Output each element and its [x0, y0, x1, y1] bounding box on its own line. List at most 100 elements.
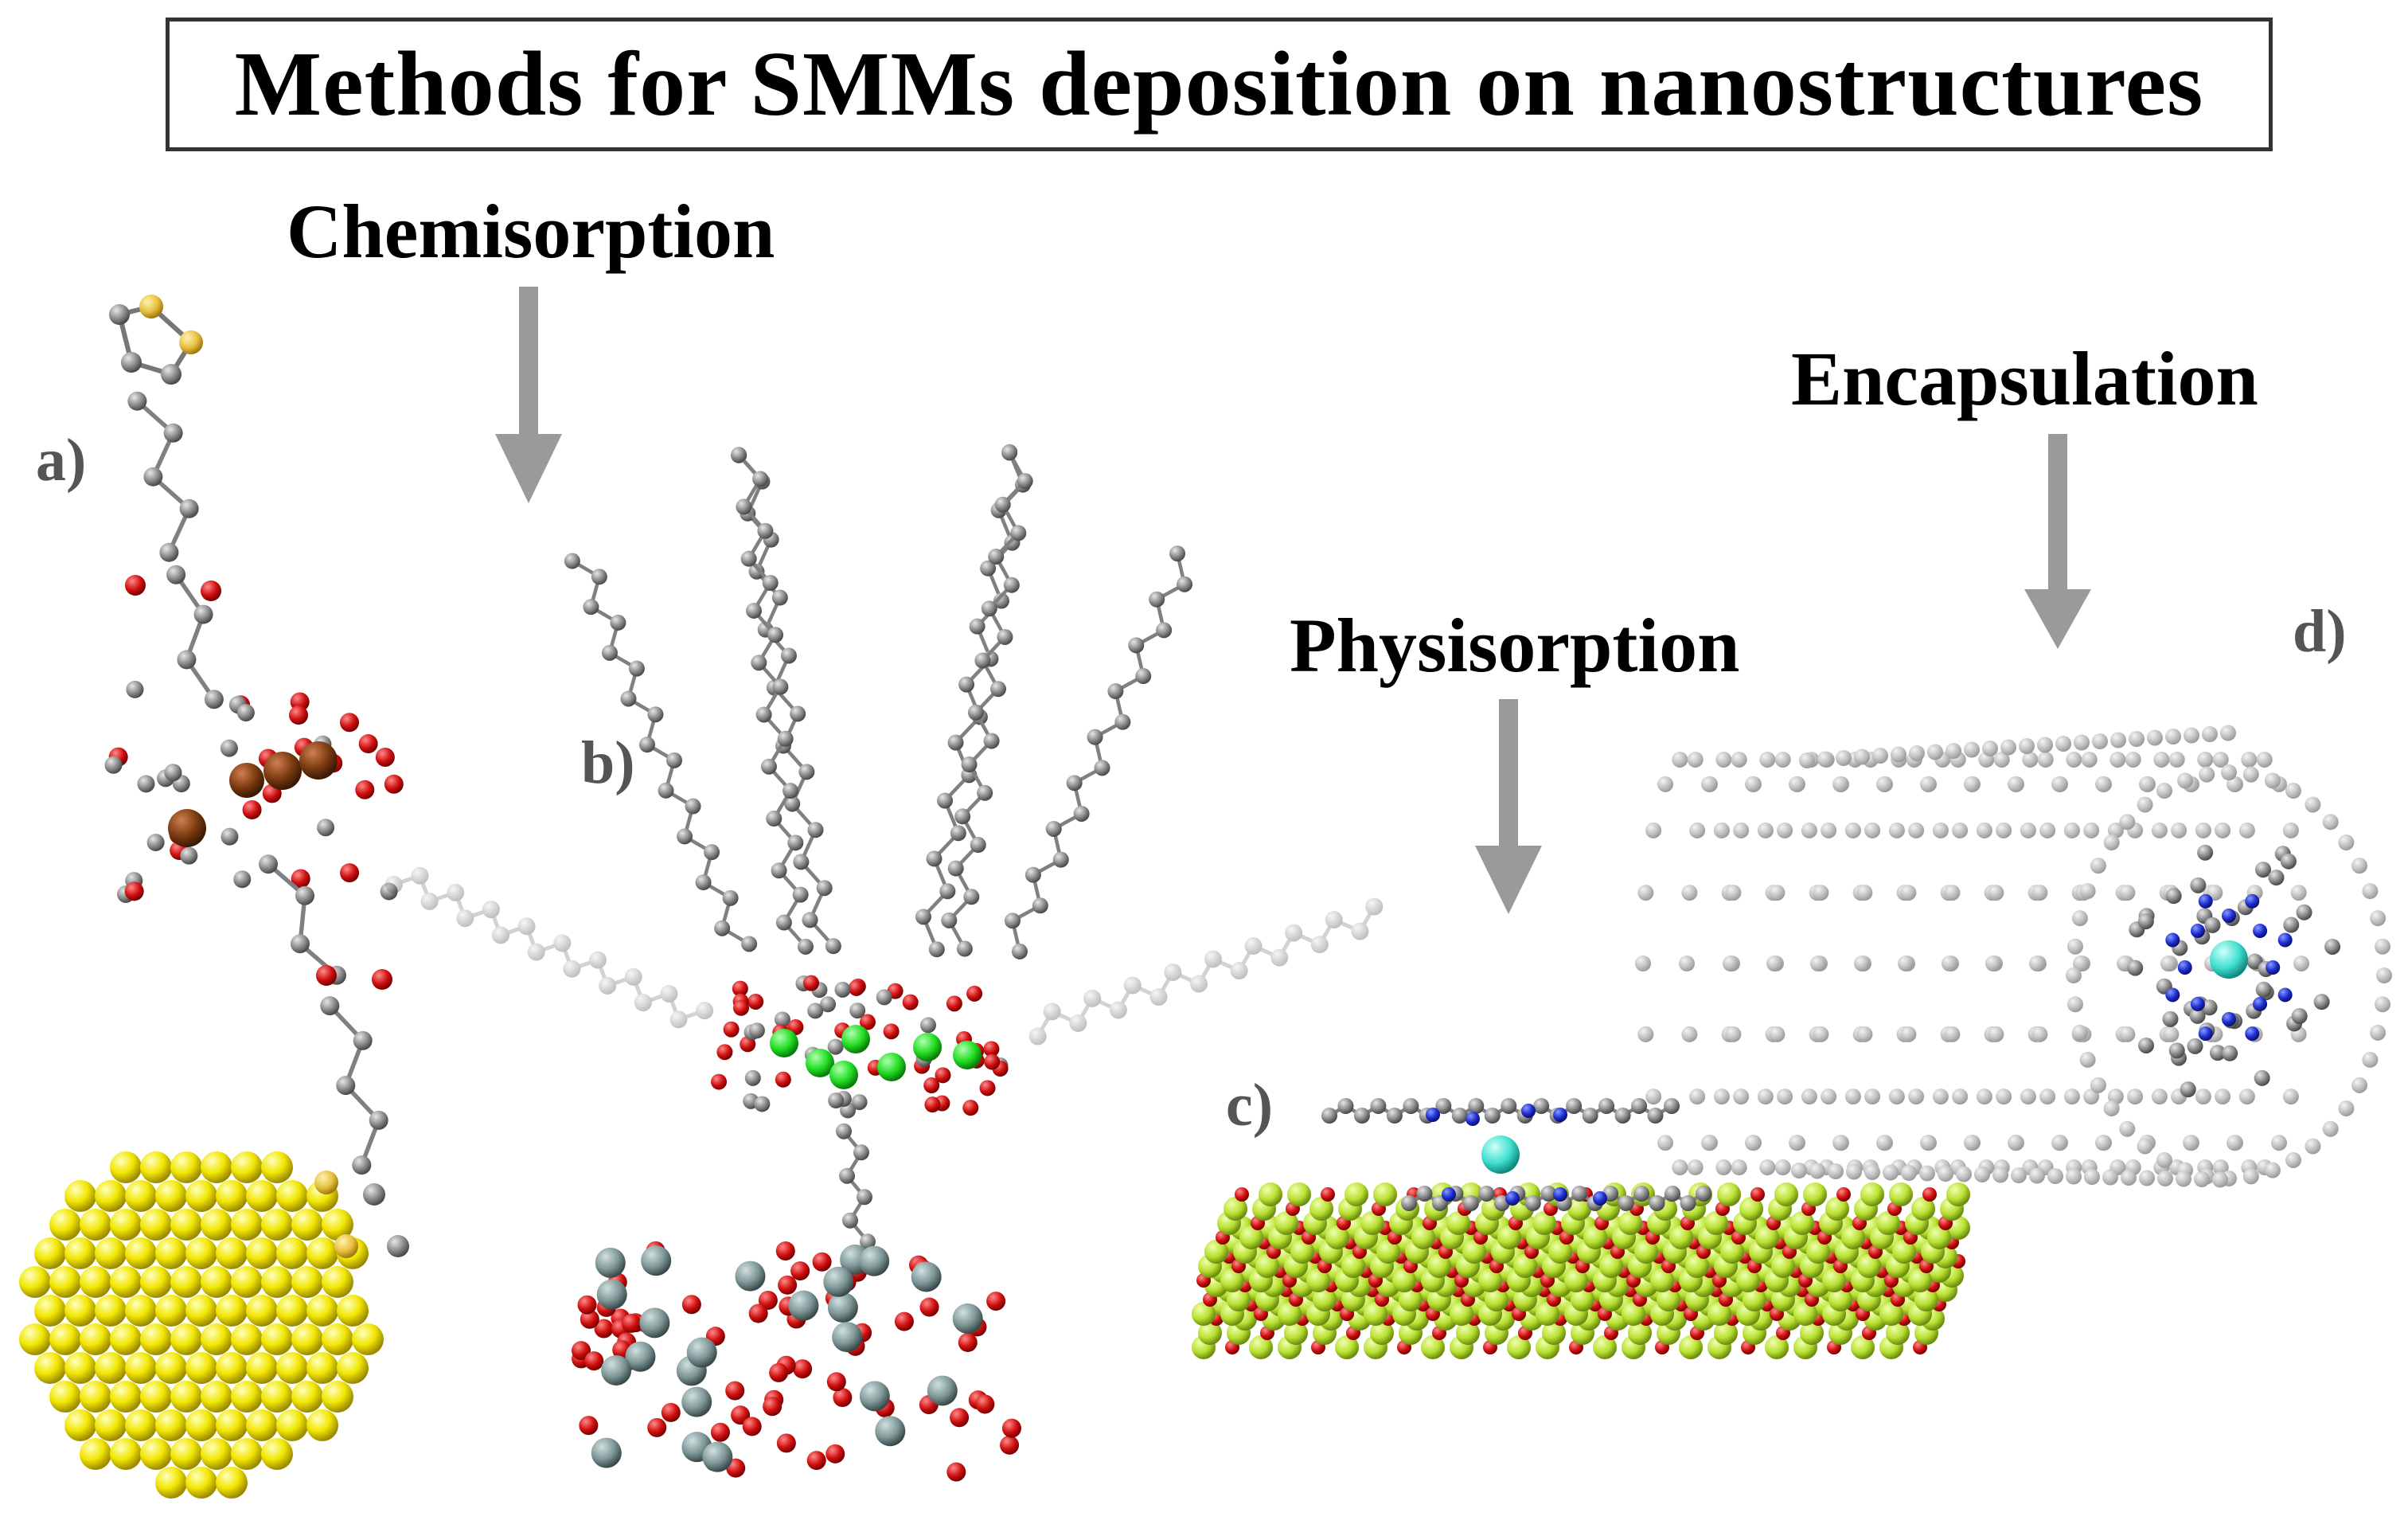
gold-atom [64, 1352, 96, 1384]
nanotube-atom [2212, 1159, 2229, 1176]
carbon-atom [336, 1076, 356, 1096]
gold-atom [231, 1381, 263, 1413]
carbon-atom [1484, 1108, 1501, 1124]
carbon-atom [1524, 1195, 1541, 1211]
nanotube-atom [1757, 822, 1774, 838]
carbon-atom [1164, 963, 1182, 981]
carbon-atom [856, 1189, 872, 1206]
nanotube-atom [1864, 1088, 1881, 1105]
nanotube-atom [1856, 885, 1873, 901]
nanotube-atom [2153, 751, 2170, 768]
nanotube-atom [2031, 885, 2048, 901]
nanotube-atom [1801, 822, 1817, 838]
substrate-atom [1485, 1288, 1508, 1311]
nanotube-atom [2338, 834, 2355, 851]
silicon-atom [601, 1354, 632, 1386]
nanotube-atom [2375, 996, 2391, 1013]
gold-atom [261, 1151, 293, 1183]
nitrogen-atom [2165, 987, 2180, 1003]
nanotube-atom [1974, 1167, 1990, 1182]
oxygen-atom [339, 713, 359, 733]
oxygen-atom [622, 1313, 642, 1333]
nanotube-atom [1645, 1088, 1662, 1105]
oxygen-atom [962, 1100, 979, 1116]
oxygen-atom [384, 774, 404, 794]
gold-atom [80, 1381, 111, 1413]
substrate-atom [1287, 1182, 1311, 1206]
nanotube-atom [1836, 750, 1852, 766]
substrate-atom [1889, 1182, 1913, 1206]
alkyl-chain [564, 553, 758, 952]
nanotube-atom [1919, 1165, 1935, 1182]
carbon-atom [589, 951, 607, 969]
oxygen-atom [125, 575, 146, 596]
nanotube-atom [1791, 1163, 1807, 1178]
substrate-atom [1841, 1225, 1865, 1249]
oxygen-atom [894, 1311, 914, 1331]
carbon-atom [295, 885, 314, 905]
oxygen-atom [242, 800, 262, 820]
carbon-atom [2137, 913, 2154, 930]
substrate-atom [1255, 1254, 1279, 1278]
silicon-atom [832, 1322, 863, 1353]
nanotube-atom [1637, 1026, 1654, 1042]
oxygen-atom [806, 1451, 826, 1471]
carbon-atom [876, 989, 892, 1006]
nitrogen-atom [2222, 1012, 2236, 1026]
alkyl-chain [127, 391, 199, 562]
gold-atom [80, 1438, 111, 1470]
nanotube-atom [1952, 822, 1969, 838]
metal-atom [877, 1053, 906, 1081]
alkyl-chain [320, 996, 388, 1175]
substrate-atom [1259, 1182, 1282, 1206]
substrate-atom [1628, 1321, 1652, 1345]
carbon-atom [236, 704, 255, 722]
carbon-atom [179, 498, 199, 518]
carbon-atom [1045, 820, 1062, 837]
oxygen-atom [859, 1014, 876, 1030]
carbon-atom [980, 560, 997, 576]
gold-atom [352, 1323, 384, 1355]
gold-atom [95, 1409, 127, 1441]
carbon-atom [1069, 1014, 1087, 1032]
nanotube-atom [1657, 776, 1673, 792]
gold-atom [246, 1409, 278, 1441]
substrate-atom [1571, 1288, 1594, 1311]
nanotube-atom [1944, 885, 1961, 901]
gold-atom [155, 1467, 187, 1499]
carbon-atom [1001, 444, 1018, 461]
carbon-atom [1618, 1195, 1634, 1211]
nanotube-atom [2139, 776, 2155, 792]
gold-atom [170, 1151, 202, 1183]
carbon-atom [2162, 1010, 2179, 1027]
carbon-atom [797, 938, 814, 955]
oxygen-atom [732, 980, 748, 997]
carbon-atom [233, 870, 252, 889]
carbon-atom [754, 1096, 771, 1112]
nitrogen-atom [1505, 1191, 1520, 1206]
gold-atom [231, 1209, 263, 1241]
nanotube-atom [1769, 1026, 1786, 1042]
carbon-atom [1451, 1108, 1468, 1124]
nanotube-atom [2063, 822, 2080, 838]
nanotube-atom [1996, 822, 2012, 838]
nitrogen-atom [2190, 924, 2205, 939]
substrate-atom [1497, 1225, 1521, 1249]
alkyl-chain [836, 1123, 876, 1250]
substrate-atom [1599, 1254, 1623, 1278]
alkyl-chain [166, 565, 224, 709]
gold-atom [291, 1323, 323, 1355]
carbon-atom [143, 467, 163, 487]
carbon-atom [2189, 1007, 2206, 1024]
nanotube-atom [2212, 1171, 2228, 1188]
substrate-atom [1765, 1335, 1789, 1359]
silicon-atom [911, 1261, 942, 1292]
nanotube-atom [1988, 1026, 2004, 1042]
gold-atom [276, 1237, 308, 1269]
central-ion [1481, 1135, 1520, 1174]
gold-atom [322, 1266, 353, 1298]
carbon-atom [1004, 913, 1021, 929]
nanotube-atom [2375, 938, 2391, 955]
carbon-atom [928, 941, 945, 958]
carbon-atom [1478, 1186, 1495, 1202]
